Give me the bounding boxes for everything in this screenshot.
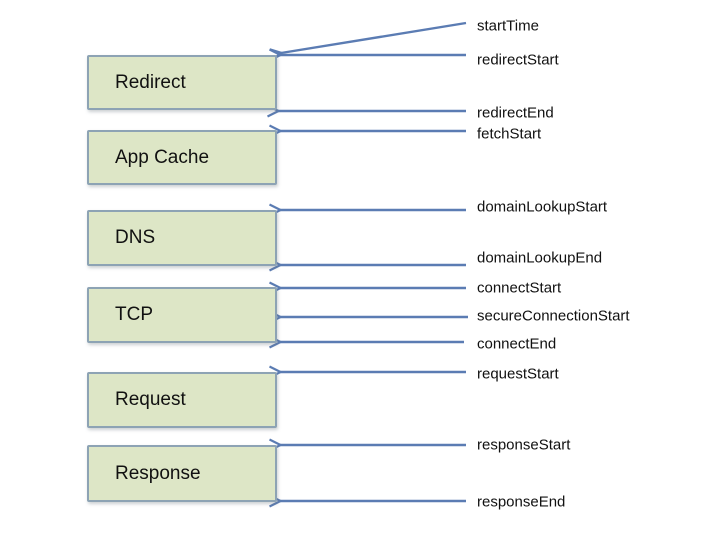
phase-box-label: Request xyxy=(115,389,186,410)
event-label-requestStart: requestStart xyxy=(477,365,559,383)
phase-box-label: Redirect xyxy=(115,71,186,93)
event-label-redirectStart: redirectStart xyxy=(477,51,559,69)
phase-box-label: Response xyxy=(115,462,201,484)
event-label-connectEnd: connectEnd xyxy=(477,335,557,353)
phase-box-app-cache: App Cache xyxy=(87,130,277,185)
phase-box-label: App Cache xyxy=(115,146,210,168)
phase-box-tcp: TCP xyxy=(87,287,277,343)
phase-box-request: Request xyxy=(87,372,277,428)
event-label-startTime: startTime xyxy=(477,17,539,35)
phase-box-label: TCP xyxy=(115,304,153,325)
phase-box-dns: DNS xyxy=(87,210,277,266)
event-label-responseEnd: responseEnd xyxy=(477,493,566,511)
arrow-startTime xyxy=(281,21,467,53)
event-label-responseStart: responseStart xyxy=(477,436,571,454)
phase-box-label: DNS xyxy=(115,227,156,248)
event-label-domainLookupStart: domainLookupStart xyxy=(477,198,608,216)
event-label-secureConnectionStart: secureConnectionStart xyxy=(477,307,630,325)
phase-box-response: Response xyxy=(87,445,277,502)
event-label-connectStart: connectStart xyxy=(477,279,562,297)
event-label-redirectEnd: redirectEnd xyxy=(477,104,554,122)
event-label-domainLookupEnd: domainLookupEnd xyxy=(477,249,603,267)
event-label-fetchStart: fetchStart xyxy=(477,125,542,143)
phase-box-redirect: Redirect xyxy=(87,55,277,110)
